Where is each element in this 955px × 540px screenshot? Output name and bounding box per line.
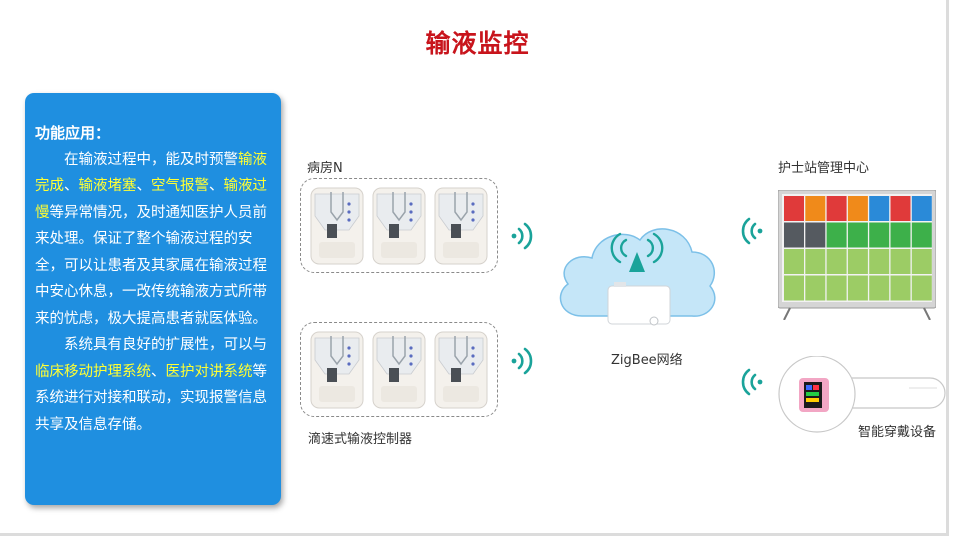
- paragraph-text: 、: [151, 363, 166, 380]
- paragraph-text: 系统具有良好的扩展性，可以与: [64, 337, 267, 353]
- monitor-tile: [784, 275, 804, 301]
- wearable-band-icon: [778, 356, 946, 433]
- monitor-tile: [805, 249, 826, 274]
- monitor-tile: [911, 196, 932, 221]
- zigbee-gateway-icon: [607, 282, 671, 326]
- monitor-tile: [869, 196, 890, 221]
- infusion-controller-icon: [372, 331, 426, 409]
- paragraph-text: 等系统进行对接和联动，实现报警信息共享及信息存储。: [35, 363, 267, 433]
- highlight-term: 输液过慢: [35, 178, 267, 221]
- monitor-tile: [847, 222, 868, 248]
- ward-device-group: [300, 178, 498, 273]
- monitor-tile: [784, 249, 804, 274]
- monitor-tile: [911, 249, 932, 274]
- feature-heading: 功能应用：: [35, 124, 111, 142]
- highlight-term: 临床移动护理系统: [35, 363, 151, 380]
- monitor-tile: [805, 275, 826, 301]
- highlight-term: 输液堵塞: [78, 178, 137, 194]
- highlight-term: 空气报警: [151, 178, 209, 194]
- paragraph-text: 等异常情况，及时通知医护人员前来处理。保证了整个输液过程的安全，可以让患者及其家…: [35, 204, 267, 327]
- controller-label: 滴速式输液控制器: [308, 432, 413, 447]
- paragraph-text: 、: [209, 178, 224, 194]
- infusion-controller-icon: [310, 187, 364, 265]
- paragraph-text: 、: [64, 178, 79, 194]
- infusion-controller-icon: [434, 187, 488, 265]
- monitor-tile: [847, 275, 868, 301]
- network-label: ZigBee网络: [611, 353, 683, 368]
- monitor-tile: [869, 222, 890, 248]
- broadcast-antenna-icon: [610, 232, 664, 272]
- monitor-tile: [784, 222, 804, 248]
- paragraph-text: 、: [136, 178, 152, 194]
- zigbee-cloud: [559, 228, 716, 326]
- monitor-tile: [890, 222, 911, 248]
- highlight-term: 医护对讲系统: [165, 363, 253, 380]
- monitor-tile: [826, 249, 847, 274]
- paragraph-text: 在输液过程中，能及时预警: [64, 151, 238, 168]
- highlight-term: 输液完成: [35, 151, 267, 195]
- ward-label: 病房N: [307, 161, 343, 176]
- monitor-tile: [890, 196, 911, 221]
- controller-device-group: [300, 322, 498, 417]
- wifi-signal-icon: [510, 222, 533, 250]
- feature-paragraph-2: 系统具有良好的扩展性，可以与临床移动护理系统、医护对讲系统等系统进行对接和联动，…: [35, 332, 271, 438]
- monitor-tile: [805, 196, 826, 221]
- monitor-tile: [869, 275, 890, 301]
- monitor-tile: [847, 249, 868, 274]
- infusion-controller-icon: [310, 331, 364, 409]
- monitor-tile: [890, 275, 911, 301]
- infusion-controller-icon: [372, 187, 426, 265]
- monitor-tile: [826, 275, 847, 301]
- nurse-station-label: 护士站管理中心: [778, 161, 870, 176]
- monitor-display-icon: [778, 190, 936, 320]
- page-title: 输液监控: [425, 29, 530, 58]
- feature-paragraph-1: 在输液过程中，能及时预警输液完成、输液堵塞、空气报警、输液过慢等异常情况，及时通…: [35, 147, 271, 333]
- monitor-tile: [869, 249, 890, 274]
- wearable-label: 智能穿戴设备: [858, 425, 937, 440]
- wifi-signal-icon: [510, 347, 533, 375]
- monitor-tile: [890, 249, 911, 274]
- monitor-tile: [847, 196, 868, 221]
- feature-panel: 功能应用： 在输液过程中，能及时预警输液完成、输液堵塞、空气报警、输液过慢等异常…: [25, 93, 281, 505]
- wifi-signal-icon: [741, 217, 764, 245]
- monitor-tile: [784, 196, 804, 221]
- monitor-tile: [805, 222, 826, 248]
- monitor-tile: [911, 222, 932, 248]
- wifi-signal-icon: [741, 368, 764, 396]
- monitor-tile: [826, 222, 847, 248]
- monitor-tile: [911, 275, 932, 301]
- infusion-controller-icon: [434, 331, 488, 409]
- monitor-tile: [826, 196, 847, 221]
